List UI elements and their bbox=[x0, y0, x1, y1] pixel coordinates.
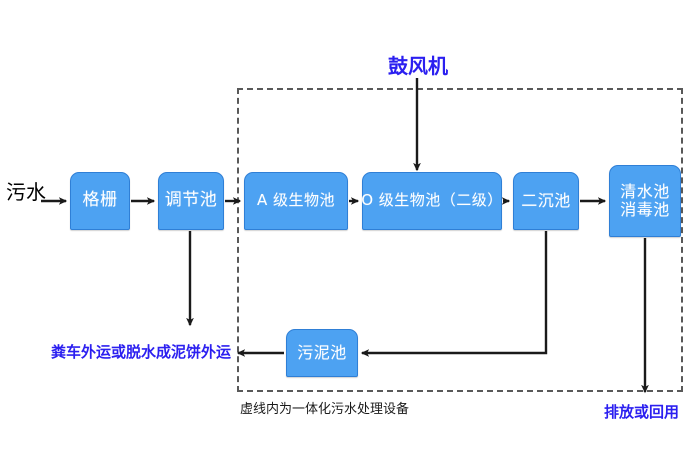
node-o-stage-bioreactor[interactable]: O 级生物池（二级） bbox=[361, 172, 503, 230]
node-clearwater-disinfection-tank-line-1: 消毒池 bbox=[620, 200, 670, 219]
node-clearwater-disinfection-tank-line-0: 清水池 bbox=[620, 181, 670, 201]
label-wastewater-inlet: 污水 bbox=[6, 180, 46, 204]
node-o-stage-bioreactor-line-0: O 级生物池（二级） bbox=[361, 191, 503, 210]
node-sludge-tank-line-0: 污泥池 bbox=[297, 342, 347, 362]
node-sludge-tank[interactable]: 污泥池 bbox=[286, 329, 358, 377]
label-blower: 鼓风机 bbox=[388, 54, 448, 78]
node-grille-line-0: 格栅 bbox=[82, 190, 118, 211]
node-secondary-clarifier-line-0: 二沉池 bbox=[521, 190, 571, 210]
node-a-stage-bioreactor[interactable]: A 级生物池 bbox=[244, 172, 348, 230]
node-grille[interactable]: 格栅 bbox=[70, 172, 130, 230]
label-sludge-hauling: 粪车外运或脱水成泥饼外运 bbox=[51, 343, 232, 361]
diagram-caption: 虚线内为一体化污水处理设备 bbox=[240, 402, 410, 417]
node-a-stage-bioreactor-line-0: A 级生物池 bbox=[256, 191, 336, 210]
integrated-equipment-boundary bbox=[237, 88, 683, 392]
node-regulating-tank[interactable]: 调节池 bbox=[158, 172, 224, 230]
label-discharge-reuse: 排放或回用 bbox=[604, 403, 680, 421]
node-clearwater-disinfection-tank[interactable]: 清水池 消毒池 bbox=[609, 165, 681, 237]
node-secondary-clarifier[interactable]: 二沉池 bbox=[513, 172, 579, 230]
node-regulating-tank-line-0: 调节池 bbox=[164, 190, 218, 211]
